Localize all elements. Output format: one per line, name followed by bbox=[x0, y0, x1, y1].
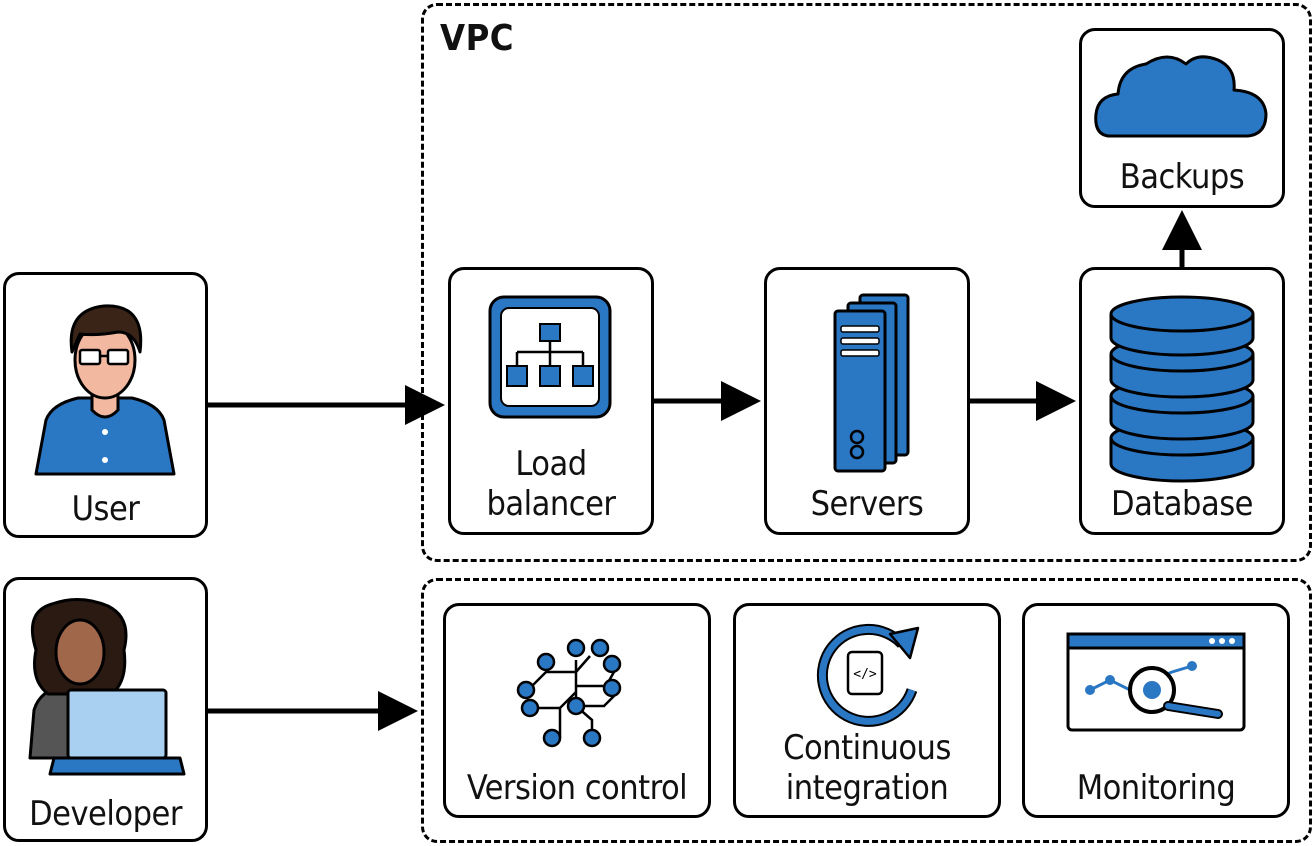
servers-label: Servers bbox=[810, 484, 924, 524]
monitoring-label: Monitoring bbox=[1076, 768, 1236, 808]
monitoring-icon bbox=[1066, 632, 1246, 732]
load-balancer-label-line1: Load bbox=[515, 444, 587, 484]
load-balancer-icon bbox=[488, 295, 612, 419]
ci-node[interactable]: Continuous integration bbox=[733, 603, 1001, 818]
developer-laptop-icon bbox=[28, 598, 186, 776]
vpc-title: VPC bbox=[440, 18, 515, 59]
user-label: User bbox=[71, 489, 140, 529]
svg-text:</>: </> bbox=[853, 667, 877, 682]
database-icon bbox=[1109, 295, 1255, 483]
ci-label-line1: Continuous bbox=[783, 728, 951, 768]
database-label: Database bbox=[1111, 484, 1253, 524]
cloud-icon bbox=[1094, 55, 1268, 138]
ci-cycle-icon: </> bbox=[816, 623, 920, 727]
developer-label: Developer bbox=[29, 794, 182, 834]
backups-label: Backups bbox=[1119, 157, 1245, 197]
servers-icon bbox=[833, 293, 910, 473]
ci-label-line2: integration bbox=[785, 768, 949, 808]
vpc-group bbox=[421, 3, 1312, 562]
user-icon bbox=[34, 304, 176, 476]
devtools-group bbox=[421, 578, 1312, 843]
load-balancer-label-line2: balancer bbox=[486, 484, 616, 524]
version-control-icon bbox=[516, 638, 622, 748]
version-control-label: Version control bbox=[466, 768, 688, 808]
